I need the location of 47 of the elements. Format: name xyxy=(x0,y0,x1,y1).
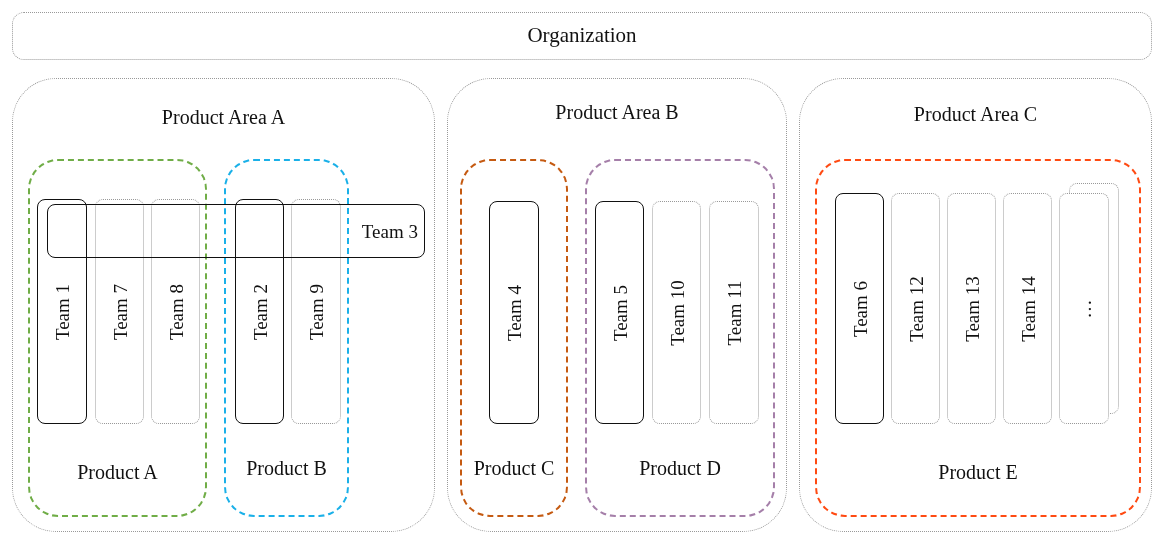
team-label: Team 6 xyxy=(850,280,869,337)
team-box xyxy=(652,201,701,424)
team-box xyxy=(291,199,341,424)
product-label: Product D xyxy=(639,458,721,478)
team-box xyxy=(709,201,759,424)
team-label: Team 9 xyxy=(306,283,326,340)
team-box xyxy=(1003,193,1052,424)
team-label: Team 13 xyxy=(962,275,981,342)
team-label: … xyxy=(1074,299,1094,318)
area-title: Product Area B xyxy=(555,102,679,122)
team-label: Team 11 xyxy=(724,280,744,345)
team-label: Team 10 xyxy=(667,279,686,346)
team-label: Team 3 xyxy=(361,222,418,241)
product-area-container xyxy=(799,78,1152,532)
team-box xyxy=(1059,193,1109,424)
product-group xyxy=(224,159,349,517)
team-box xyxy=(947,193,996,424)
team-box xyxy=(47,204,425,258)
team-label: Team 2 xyxy=(250,283,269,340)
team-label: Team 4 xyxy=(504,284,524,341)
product-label: Product B xyxy=(246,458,327,478)
product-area-container xyxy=(447,78,787,532)
product-area-container xyxy=(12,78,435,532)
team-box xyxy=(595,201,644,424)
product-label: Product E xyxy=(938,462,1018,482)
team-box xyxy=(891,193,940,424)
product-group xyxy=(460,159,568,517)
team-label: Team 12 xyxy=(906,275,925,342)
area-title: Product Area C xyxy=(913,104,1038,124)
product-group xyxy=(815,159,1141,517)
team-box xyxy=(835,193,884,424)
team-label: Team 8 xyxy=(166,283,185,340)
area-title: Product Area A xyxy=(161,107,286,127)
team-label: Team 14 xyxy=(1018,275,1037,342)
organization-title: Organization xyxy=(527,24,637,46)
team-label: Team 5 xyxy=(610,284,629,341)
team-box xyxy=(489,201,539,424)
product-label: Product C xyxy=(473,458,555,478)
team-box xyxy=(95,199,144,424)
team-label: Team 1 xyxy=(52,283,72,340)
team-box xyxy=(37,199,87,424)
team-label: Team 7 xyxy=(110,283,129,340)
product-group xyxy=(585,159,775,517)
team-box xyxy=(151,199,200,424)
product-group xyxy=(28,159,207,517)
product-label: Product A xyxy=(77,462,158,482)
team-box xyxy=(235,199,284,424)
